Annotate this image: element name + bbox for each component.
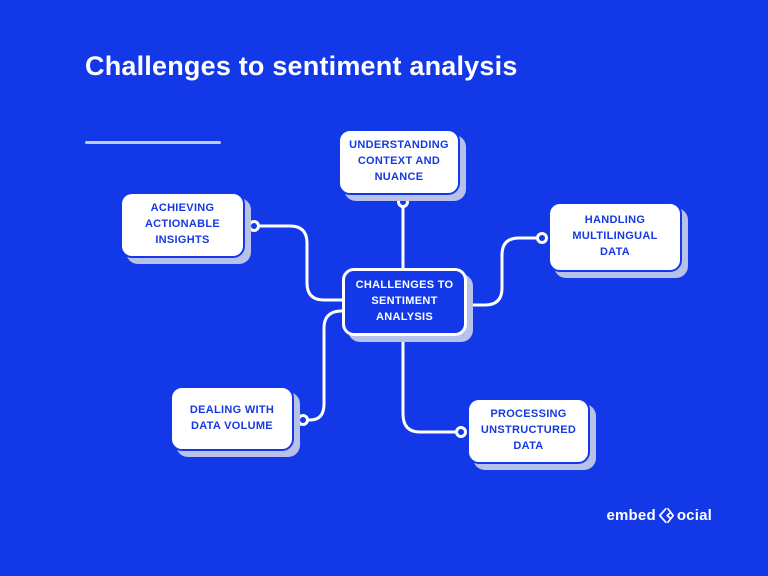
page-title: Challenges to sentiment analysis — [85, 51, 518, 81]
connector-dot-top — [397, 196, 409, 208]
diamond-chevron-icon — [658, 507, 674, 524]
node-understanding-context: UNDERSTANDING CONTEXT AND NUANCE — [338, 129, 460, 195]
node-central-challenges-label: CHALLENGES TO SENTIMENT ANALYSIS — [355, 279, 454, 323]
node-handling-multilingual-label: HANDLING MULTILINGUAL DATA — [572, 214, 658, 258]
connector-dot-left — [248, 220, 260, 232]
node-processing-unstructured: PROCESSING UNSTRUCTURED DATA — [467, 398, 590, 464]
node-achieving-insights: ACHIEVING ACTIONABLE INSIGHTS — [120, 192, 245, 258]
node-handling-multilingual: HANDLING MULTILINGUAL DATA — [548, 202, 682, 272]
node-understanding-context-label: UNDERSTANDING CONTEXT AND NUANCE — [349, 139, 449, 183]
node-processing-unstructured-label: PROCESSING UNSTRUCTURED DATA — [480, 408, 577, 452]
logo-text-embed: embed — [606, 507, 656, 524]
connector-dot-bottom-right — [455, 426, 467, 438]
connector-right — [462, 236, 538, 307]
embedsocial-logo: embed ocial — [606, 507, 712, 524]
node-dealing-volume: DEALING WITH DATA VOLUME — [170, 386, 294, 451]
node-achieving-insights-label: ACHIEVING ACTIONABLE INSIGHTS — [144, 202, 221, 246]
node-dealing-volume-label: DEALING WITH DATA VOLUME — [189, 403, 275, 432]
node-central-challenges: CHALLENGES TO SENTIMENT ANALYSIS — [342, 268, 467, 336]
logo-text-ocial: ocial — [676, 507, 712, 524]
connector-bottom-right — [401, 332, 459, 434]
connector-left — [258, 224, 348, 302]
connector-dot-right — [536, 232, 548, 244]
title-divider — [85, 141, 221, 144]
connector-dot-bottom-left — [297, 414, 309, 426]
connector-bottom-left — [306, 309, 348, 422]
